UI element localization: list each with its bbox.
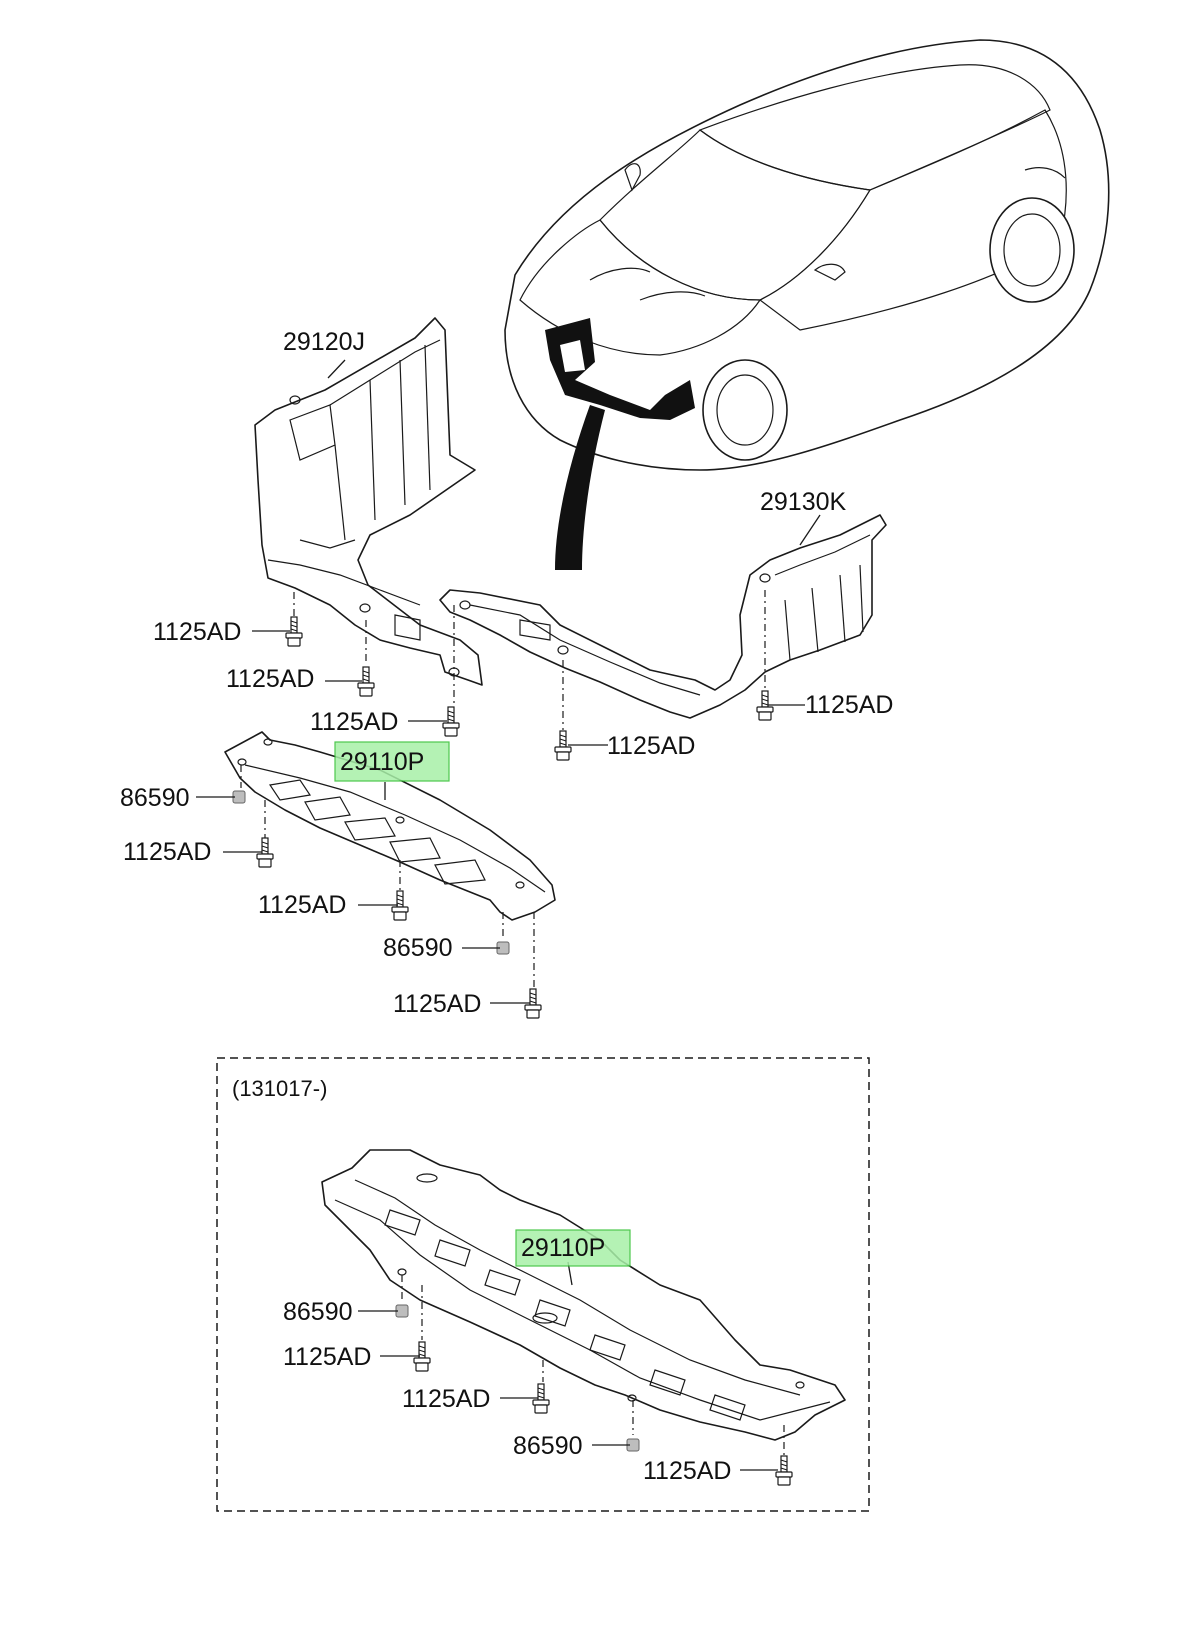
label-bolt-c3[interactable]: 1125AD — [643, 1457, 732, 1485]
part-29130K-shield — [439, 514, 887, 719]
bolt-icon — [285, 616, 303, 647]
label-bolt-b2[interactable]: 1125AD — [258, 891, 347, 919]
label-date-range: (131017-) — [232, 1076, 327, 1101]
label-bolt-a2[interactable]: 1125AD — [226, 665, 315, 693]
bolt-icon — [256, 837, 274, 868]
part-29110P-upper-shield — [224, 731, 556, 921]
label-nut-c2[interactable]: 86590 — [513, 1432, 583, 1460]
label-bolt-b3[interactable]: 1125AD — [393, 990, 482, 1018]
bolt-icon — [524, 988, 542, 1019]
label-29110P-lower[interactable]: 29110P — [521, 1234, 605, 1262]
label-bolt-a1[interactable]: 1125AD — [153, 618, 242, 646]
part-29120J-shield — [254, 317, 483, 686]
label-nut-b2[interactable]: 86590 — [383, 934, 453, 962]
label-bolt-b1[interactable]: 1125AD — [123, 838, 212, 866]
bolt-icon — [442, 706, 460, 737]
bolt-icon — [756, 690, 774, 721]
bolt-icon — [554, 730, 572, 761]
bolt-icon — [775, 1455, 793, 1486]
highlight-29110P-lower — [515, 1229, 631, 1267]
attachment-lines — [240, 590, 785, 1455]
label-bolt-c2[interactable]: 1125AD — [402, 1385, 491, 1413]
label-bolt-a4[interactable]: 1125AD — [607, 732, 696, 760]
label-bolt-a3[interactable]: 1125AD — [310, 708, 399, 736]
label-29120J[interactable]: 29120J — [283, 328, 365, 356]
part-29110P-lower-shield — [321, 1149, 846, 1441]
bolt-icon — [357, 666, 375, 697]
fasteners — [232, 616, 793, 1486]
bolt-icon — [391, 890, 409, 921]
revision-box — [216, 1057, 870, 1512]
label-bolt-c1[interactable]: 1125AD — [283, 1343, 372, 1371]
label-nut-c1[interactable]: 86590 — [283, 1298, 353, 1326]
label-nut-b1[interactable]: 86590 — [120, 784, 190, 812]
callout-labels: 29120J 29130K 29110P 29110P 1125AD 1125A… — [120, 328, 894, 1485]
label-29110P-upper[interactable]: 29110P — [340, 748, 424, 776]
label-29130K[interactable]: 29130K — [760, 488, 847, 516]
bolt-icon — [532, 1383, 550, 1414]
vehicle-illustration — [504, 39, 1110, 570]
highlight-29110P-upper — [334, 741, 450, 782]
bolt-icon — [413, 1341, 431, 1372]
label-bolt-a5[interactable]: 1125AD — [805, 691, 894, 719]
